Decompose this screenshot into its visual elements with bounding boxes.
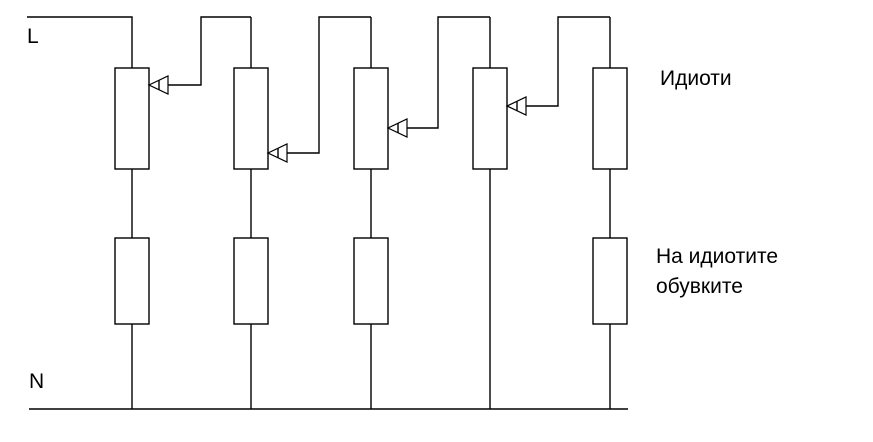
- upper-resistor-4: [472, 67, 508, 170]
- branch-1: [114, 67, 150, 409]
- branch-2: [233, 17, 269, 409]
- lower-resistor-2: [233, 237, 269, 325]
- upper-resistor-1: [114, 67, 150, 170]
- wiper-3: [386, 16, 490, 138]
- wiper-4: [505, 16, 610, 116]
- upper-resistor-2: [233, 67, 269, 170]
- branch-4: [472, 17, 508, 409]
- wiper-3-wire: [407, 16, 490, 129]
- lower-group-label: На идиотите обувките: [656, 242, 778, 302]
- lower-group-label-line-2: обувките: [656, 275, 743, 298]
- neutral-label: N: [29, 370, 45, 393]
- upper-group-label: Идиоти: [660, 67, 732, 90]
- upper-resistor-5: [592, 67, 628, 170]
- lower-group-label-line-1: На идиотите: [656, 245, 779, 268]
- wiper-2-wire: [287, 16, 371, 154]
- lower-resistor-5: [592, 237, 628, 325]
- line-label: L: [27, 25, 39, 48]
- branch-5: [592, 17, 628, 409]
- lower-resistor-3: [353, 237, 389, 325]
- upper-resistor-3: [353, 67, 389, 170]
- lower-resistor-1: [114, 237, 150, 325]
- wiper-1-wire: [168, 16, 251, 86]
- wiper-1: [147, 16, 251, 95]
- branch-3: [353, 17, 389, 409]
- wiper-4-wire: [526, 16, 610, 107]
- line-L-wire: [27, 16, 133, 68]
- wiper-2: [266, 16, 371, 163]
